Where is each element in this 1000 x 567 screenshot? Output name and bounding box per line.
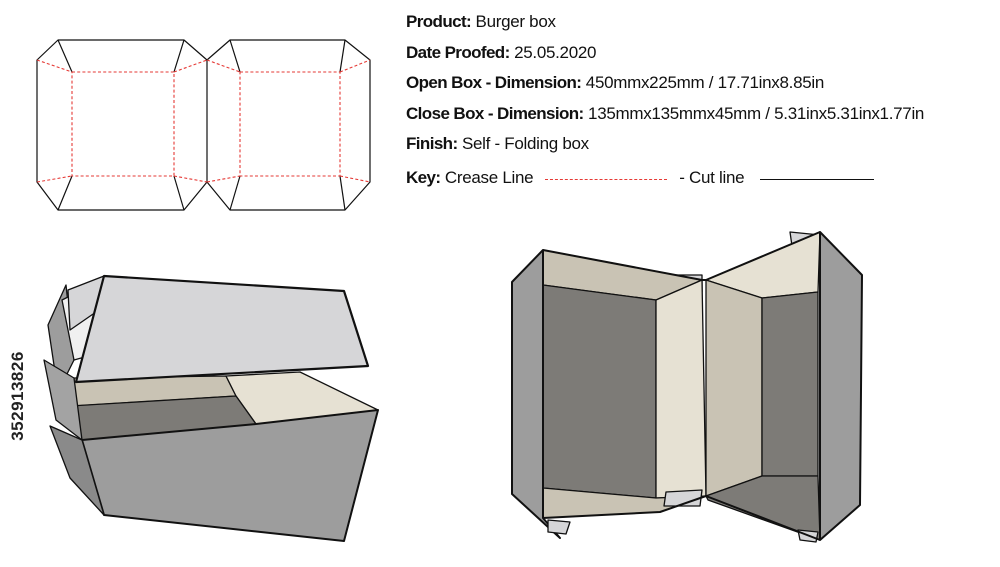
close-dimension-label: Close Box - Dimension: [406, 103, 584, 123]
open-dimension-value: 450mmx225mm / 17.71inx8.85in [585, 73, 825, 93]
product-label: Product: [406, 12, 472, 31]
open-box-3d [511, 231, 863, 543]
spec-product-row: Product: Burger box [406, 10, 996, 41]
spec-sheet: Product: Burger box Date Proofed: 25.05.… [406, 10, 996, 194]
crease-line-swatch [545, 178, 668, 180]
dieline-crease-lines [36, 59, 371, 183]
finish-value: Self - Folding box [461, 134, 589, 154]
spec-finish-row: Finish: Self - Folding box [406, 132, 996, 163]
stock-id-text: 352913826 [8, 351, 27, 441]
spec-date-row: Date Proofed: 25.05.2020 [406, 41, 996, 72]
spec-open-row: Open Box - Dimension: 450mmx225mm / 17.7… [406, 71, 996, 102]
date-label: Date Proofed: [406, 42, 510, 62]
dieline-template [36, 39, 371, 211]
key-label: Key: [406, 168, 441, 188]
product-value: Burger box [475, 12, 556, 31]
cut-line-label: - Cut line [679, 168, 745, 188]
spec-close-row: Close Box - Dimension: 135mmx135mmx45mm … [406, 102, 996, 133]
date-value: 25.05.2020 [514, 42, 597, 62]
dieline-cut-lines [36, 39, 371, 211]
closed-box-3d [43, 274, 379, 542]
crease-line-label: Crease Line [444, 168, 534, 188]
cut-line-swatch [760, 178, 875, 180]
close-dimension-value: 135mmx135mmx45mm / 5.31inx5.31inx1.77in [588, 103, 925, 123]
open-dimension-label: Open Box - Dimension: [406, 73, 582, 93]
spec-key-row: Key: Crease Line - Cut line [406, 163, 996, 194]
finish-label: Finish: [406, 134, 458, 154]
stock-id-label: 352913826 [8, 326, 27, 466]
